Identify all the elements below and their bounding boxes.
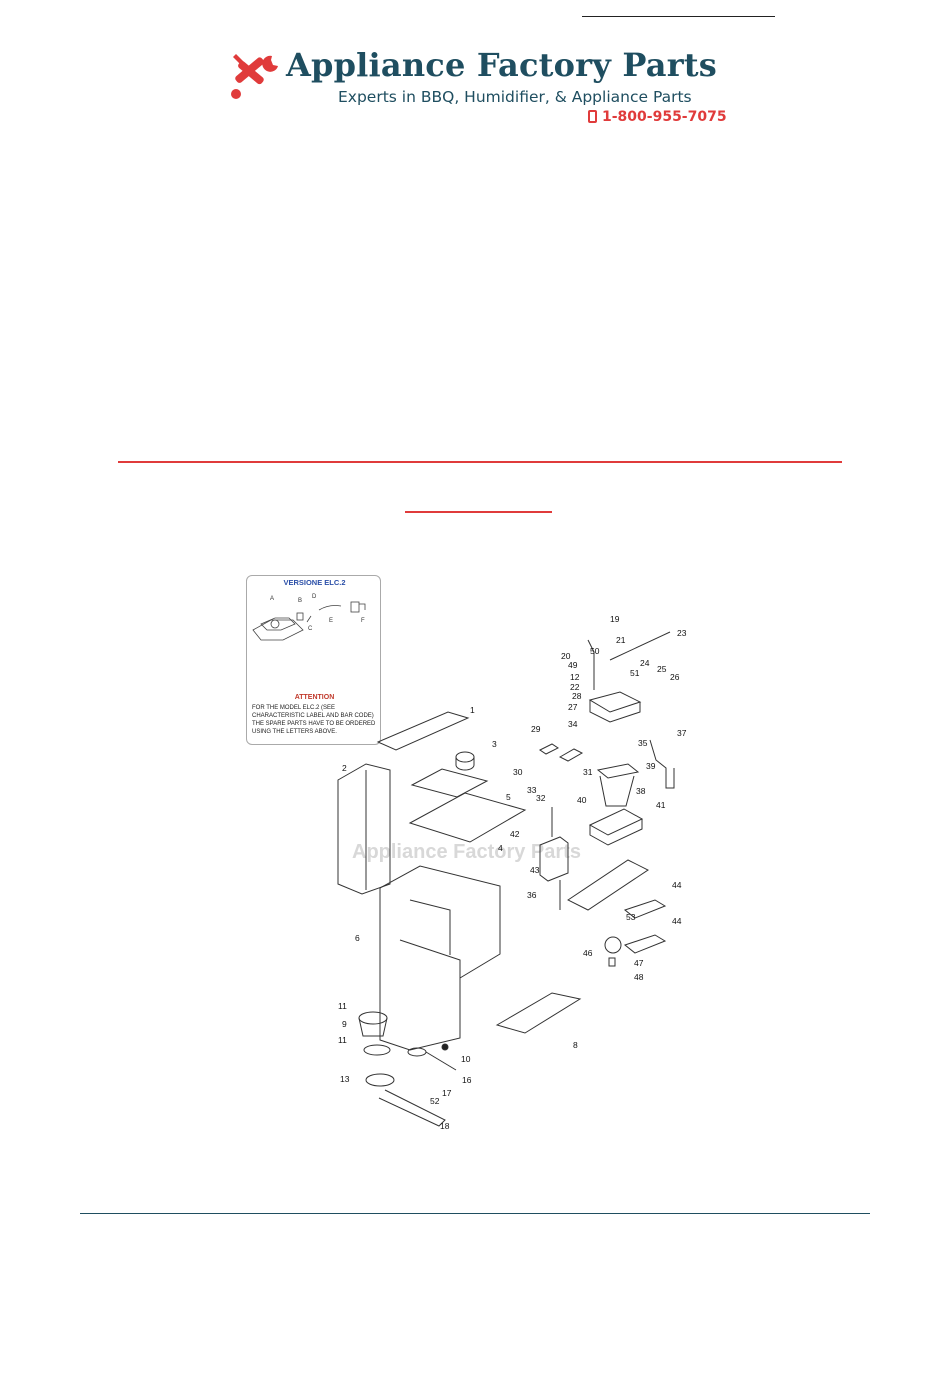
part-number: 10 bbox=[461, 1054, 471, 1064]
title-underline bbox=[405, 511, 552, 513]
part-number: 20 bbox=[561, 651, 571, 661]
part-number: 30 bbox=[513, 767, 523, 777]
part-number: 44 bbox=[672, 916, 682, 926]
phone-icon bbox=[588, 110, 597, 123]
part-number: 53 bbox=[626, 912, 636, 922]
part-number: 49 bbox=[568, 660, 578, 670]
part-number: 29 bbox=[531, 724, 541, 734]
part-number: 52 bbox=[430, 1096, 440, 1106]
version-inset: VERSIONE ELC.2 A B C D E F ATTENTION FOR… bbox=[246, 575, 381, 745]
part-number: 39 bbox=[646, 761, 656, 771]
inset-letter: B bbox=[298, 598, 302, 604]
part-number: 13 bbox=[340, 1074, 350, 1084]
part-number: 41 bbox=[656, 800, 666, 810]
phone-text: 1-800-955-7075 bbox=[602, 109, 727, 125]
phone-number[interactable]: 1-800-955-7075 bbox=[588, 109, 727, 125]
part-number: 35 bbox=[638, 738, 648, 748]
part-number: 51 bbox=[630, 668, 640, 678]
part-number: 11 bbox=[338, 1001, 347, 1011]
part-number: 42 bbox=[510, 829, 520, 839]
part-number: 2 bbox=[342, 763, 347, 773]
part-number: 38 bbox=[636, 786, 646, 796]
inset-title: VERSIONE ELC.2 bbox=[283, 578, 346, 587]
part-number: 50 bbox=[590, 646, 600, 656]
part-number: 44 bbox=[672, 880, 682, 890]
inset-letter: F bbox=[361, 618, 365, 624]
part-number: 47 bbox=[634, 958, 644, 968]
attention-label: ATTENTION bbox=[294, 694, 335, 701]
part-number: 1 bbox=[470, 705, 475, 715]
part-number: 28 bbox=[572, 691, 582, 701]
part-number: 19 bbox=[610, 614, 620, 624]
part-number: 9 bbox=[342, 1019, 347, 1029]
part-number: 27 bbox=[568, 702, 578, 712]
wrench-screwdriver-icon bbox=[231, 54, 278, 99]
part-number: 31 bbox=[583, 767, 593, 777]
part-number: 43 bbox=[530, 865, 540, 875]
inset-letter: E bbox=[329, 618, 333, 624]
part-number: 33 bbox=[527, 785, 537, 795]
inset-letter: A bbox=[270, 596, 274, 602]
part-number: 3 bbox=[492, 739, 497, 749]
part-number: 22 bbox=[570, 682, 580, 692]
footer-divider bbox=[80, 1213, 870, 1214]
attention-note: FOR THE MODEL ELC.2 (SEE CHARACTERISTIC … bbox=[252, 705, 376, 735]
brand-name: Appliance Factory Parts bbox=[286, 46, 717, 84]
brand-logo[interactable]: Appliance Factory Parts Experts in BBQ, … bbox=[228, 46, 728, 128]
section-divider bbox=[118, 461, 842, 463]
inset-letter: C bbox=[308, 626, 313, 632]
part-number: 36 bbox=[527, 890, 537, 900]
part-number: 4 bbox=[498, 843, 503, 853]
part-number: 11 bbox=[338, 1035, 347, 1045]
part-number: 48 bbox=[634, 972, 644, 982]
part-number: 37 bbox=[677, 728, 687, 738]
inset-parts-drawing: A B C D E F bbox=[252, 594, 366, 641]
part-number: 34 bbox=[568, 719, 578, 729]
part-number: 16 bbox=[462, 1075, 472, 1085]
part-number: 40 bbox=[577, 795, 587, 805]
part-number: 17 bbox=[442, 1088, 452, 1098]
part-number: 32 bbox=[536, 793, 546, 803]
part-number: 21 bbox=[616, 635, 626, 645]
top-rule bbox=[582, 16, 775, 17]
part-number: 12 bbox=[570, 672, 580, 682]
exploded-parts-diagram: Appliance Factory Parts bbox=[337, 614, 687, 1131]
part-number: 8 bbox=[573, 1040, 578, 1050]
part-number: 46 bbox=[583, 948, 593, 958]
inset-letter: D bbox=[312, 594, 317, 600]
part-number: 5 bbox=[506, 792, 511, 802]
part-number: 26 bbox=[670, 672, 680, 682]
brand-tagline: Experts in BBQ, Humidifier, & Appliance … bbox=[338, 88, 692, 106]
watermark: Appliance Factory Parts bbox=[352, 841, 581, 863]
part-number: 18 bbox=[440, 1121, 450, 1131]
part-number: 25 bbox=[657, 664, 667, 674]
part-number: 23 bbox=[677, 628, 687, 638]
part-number: 6 bbox=[355, 933, 360, 943]
part-number: 24 bbox=[640, 658, 650, 668]
